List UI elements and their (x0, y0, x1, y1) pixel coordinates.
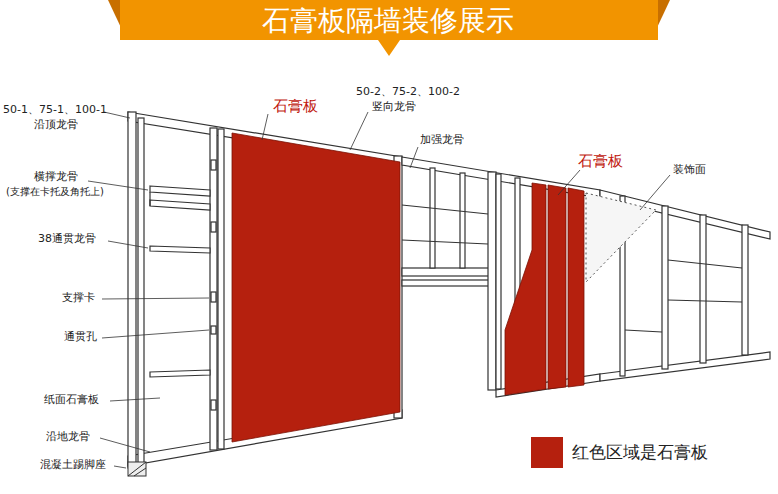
wall-frame (668, 300, 742, 302)
wall-frame (218, 129, 224, 449)
leader-line (100, 438, 150, 452)
gypsum-board (548, 185, 566, 389)
legend-swatch (531, 437, 563, 468)
part-label: 通贯孔 (64, 331, 97, 344)
concrete-base (134, 468, 146, 476)
leader-line (108, 241, 148, 248)
wall-frame (211, 292, 216, 302)
gypsum-board (568, 188, 584, 387)
part-label: 竖向龙骨 (372, 101, 416, 114)
wall-frame (742, 225, 748, 355)
wall-frame (211, 222, 216, 232)
leader-line (558, 170, 580, 195)
concrete-base (128, 462, 146, 476)
wall-frame (211, 400, 216, 410)
wall-frame (211, 160, 216, 170)
legend-text: 红色区域是石膏板 (572, 441, 708, 464)
concrete-base (128, 462, 146, 476)
part-label: 支撑卡 (62, 292, 95, 305)
wall-frame (625, 330, 662, 332)
leader-line (104, 112, 130, 118)
leader-line (102, 298, 209, 299)
leader-line (110, 398, 160, 401)
wall-frame (402, 205, 488, 214)
part-label: 加强龙骨 (420, 134, 464, 147)
wall-frame (211, 326, 216, 334)
leader-line (640, 175, 670, 210)
gypsum-board (232, 133, 400, 442)
wall-frame (138, 118, 144, 464)
wall-frame (150, 370, 210, 377)
gypsum-board (232, 133, 584, 442)
leader-line (262, 114, 268, 140)
part-label: (支撑在卡托及角托上) (6, 186, 104, 198)
title-text: 石膏板隔墙装修展示 (120, 0, 655, 42)
wall-frame (668, 260, 742, 268)
wall-frame (460, 173, 465, 268)
wall-frame (662, 206, 668, 369)
title-banner (120, 0, 658, 56)
wall-frame (150, 200, 210, 210)
wall-frame (210, 128, 217, 450)
decorative-board (586, 193, 656, 282)
wall-frame (150, 186, 210, 196)
part-label: 混凝土踢脚座 (40, 459, 106, 472)
title-banner (108, 0, 670, 56)
wall-frame (402, 240, 488, 244)
wall-frame (496, 174, 501, 389)
part-label: 50-2、75-2、100-2 (356, 86, 460, 99)
wall-frame (488, 172, 496, 390)
part-label: 38通贯龙骨 (38, 233, 96, 246)
leader-line (88, 112, 670, 468)
leader-line (114, 466, 126, 468)
wall-frame (128, 112, 136, 468)
concrete-base (128, 462, 146, 476)
wall-frame (430, 168, 435, 268)
wall-frame (402, 268, 498, 276)
part-label: 横撑龙骨 (34, 171, 78, 184)
part-label: 沿顶龙骨 (34, 119, 78, 132)
part-label: 纸面石膏板 (44, 394, 99, 407)
wall-frame (128, 112, 770, 468)
wall-frame (700, 215, 706, 363)
decorative-board (586, 193, 656, 282)
leader-line (410, 147, 418, 168)
part-label: 装饰面 (673, 164, 706, 177)
gypsum-board (505, 183, 546, 395)
part-label: 沿地龙骨 (46, 431, 90, 444)
leader-line (102, 330, 209, 338)
part-label: 50-1、75-1、100-1 (3, 104, 107, 117)
board-label: 石膏板 (273, 98, 318, 115)
wall-frame (150, 246, 210, 253)
board-label: 石膏板 (578, 153, 623, 170)
wall-frame (402, 280, 498, 286)
wall-frame (149, 192, 150, 206)
leader-line (350, 112, 368, 150)
